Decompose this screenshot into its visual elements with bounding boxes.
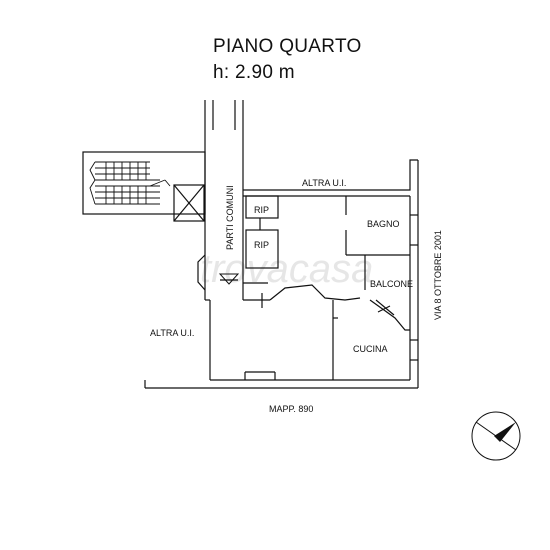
walls: [82, 100, 419, 389]
rip-closet-1: [245, 195, 279, 219]
room-balcone: BALCONE: [370, 279, 413, 289]
plan-title: PIANO QUARTO: [213, 36, 362, 57]
label-street: VIA 8 OTTOBRE 2001: [433, 230, 443, 320]
room-cucina: CUCINA: [353, 344, 388, 354]
room-bagno: BAGNO: [367, 219, 400, 229]
room-rip-1: RIP: [254, 205, 269, 215]
label-parti-comuni: PARTI COMUNI: [225, 185, 235, 250]
room-altra-ui-top: ALTRA U.I.: [302, 178, 346, 188]
rip-closet-2: [245, 229, 279, 269]
stair-steps: [89, 161, 171, 205]
plan-height: h: 2.90 m: [213, 62, 295, 83]
north-arrow-icon: [471, 411, 521, 461]
room-rip-2: RIP: [254, 240, 269, 250]
label-mapp: MAPP. 890: [269, 404, 313, 414]
stairwell: [82, 151, 206, 215]
elevator-shaft: [173, 184, 205, 222]
room-altra-ui-left: ALTRA U.I.: [150, 328, 194, 338]
watermark: trovacasa: [200, 247, 373, 291]
